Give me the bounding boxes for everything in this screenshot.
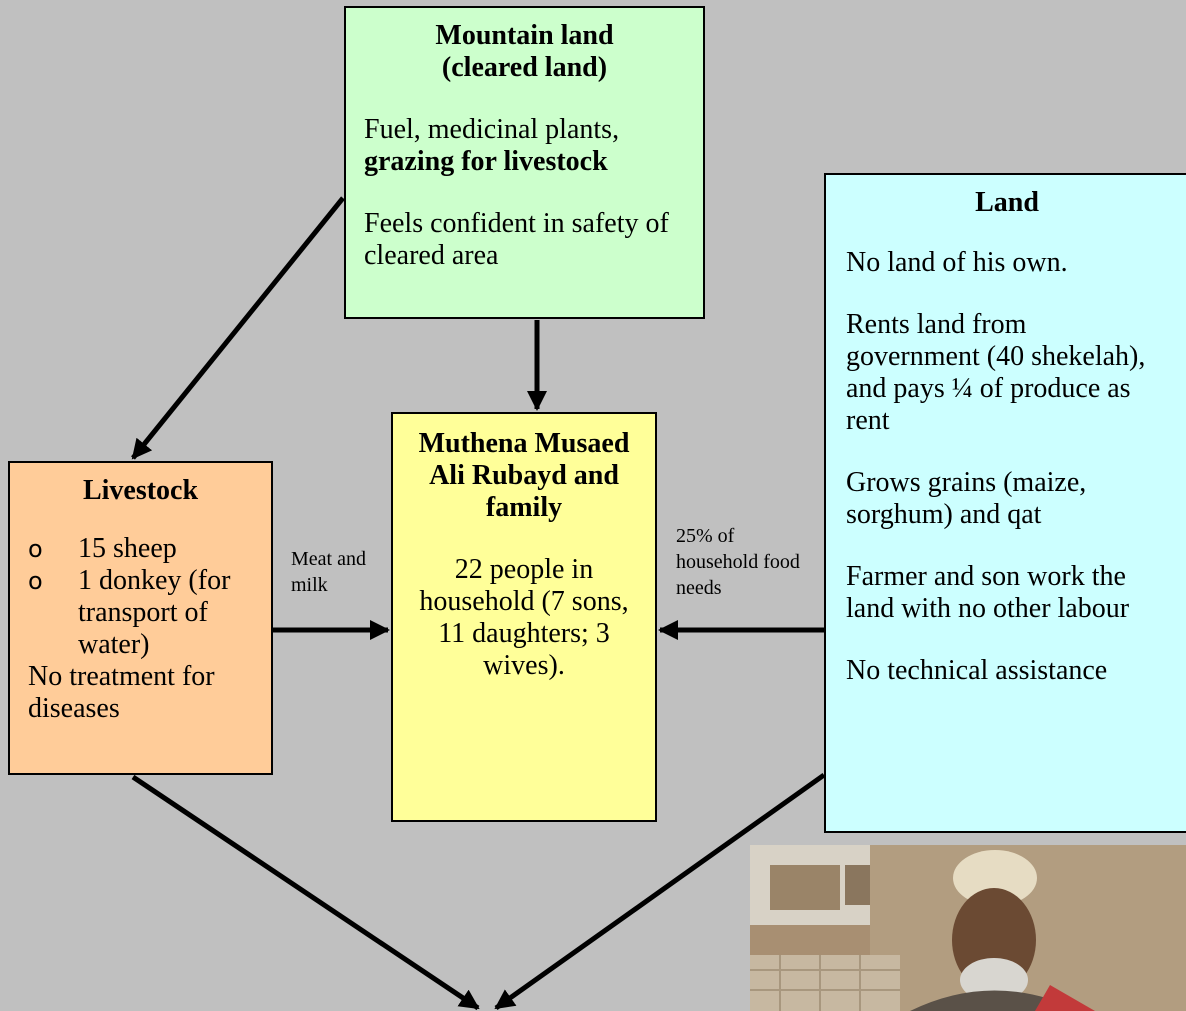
livestock-item-text: 1 donkey (for transport of water) [78, 565, 231, 660]
arrow-mountain-to-livestock [131, 196, 345, 460]
list-item: o 15 sheep [28, 533, 253, 565]
land-item: Rents land from government (40 shekelah)… [846, 309, 1146, 436]
food-needs-label: 25% of household food needs [676, 525, 800, 599]
livestock-note: No treatment for diseases [28, 661, 215, 724]
livestock-box: Livestock o 15 sheep o 1 donkey (for trans… [8, 461, 273, 775]
mountain-land-box: Mountain land (cleared land) Fuel, medic… [344, 6, 705, 319]
mountain-safety-text: Feels confident in safety of cleared are… [364, 208, 669, 271]
farmer-photo-image [750, 845, 1186, 1011]
mountain-uses: Fuel, medicinal plants, grazing for live… [364, 114, 685, 178]
mountain-uses-text: Fuel, medicinal plants, [364, 114, 620, 145]
land-item: Grows grains (maize, sorghum) and qat [846, 467, 1087, 530]
list-item: o 1 donkey (for transport of water) [28, 565, 253, 661]
land-item: Farmer and son work the land with no oth… [846, 561, 1130, 624]
livestock-item-text: 15 sheep [78, 533, 177, 564]
land-title: Land [975, 187, 1039, 218]
bullet-icon: o [28, 535, 43, 563]
land-item: No technical assistance [846, 655, 1108, 686]
family-box: Muthena Musaed Ali Rubayd and family 22 … [391, 412, 657, 822]
mountain-title-line1: Mountain land [435, 20, 614, 51]
livestock-list: o 15 sheep o 1 donkey (for transport of wa… [28, 533, 253, 661]
meat-milk-label: Meat and milk [291, 548, 366, 596]
family-text: 22 people in household (7 sons, 11 daugh… [419, 554, 629, 681]
land-box: Land No land of his own. Rents land from… [824, 173, 1186, 833]
livestock-title: Livestock [82, 475, 199, 506]
family-title: Muthena Musaed Ali Rubayd and family [418, 428, 630, 523]
mountain-title: Mountain land (cleared land) [364, 20, 685, 84]
mountain-grazing-text: grazing for livestock [364, 146, 608, 177]
farmer-photo [750, 845, 1186, 1011]
mountain-title-line2: (cleared land) [441, 52, 608, 83]
land-item: No land of his own. [846, 247, 1068, 278]
bullet-icon: o [28, 567, 43, 595]
